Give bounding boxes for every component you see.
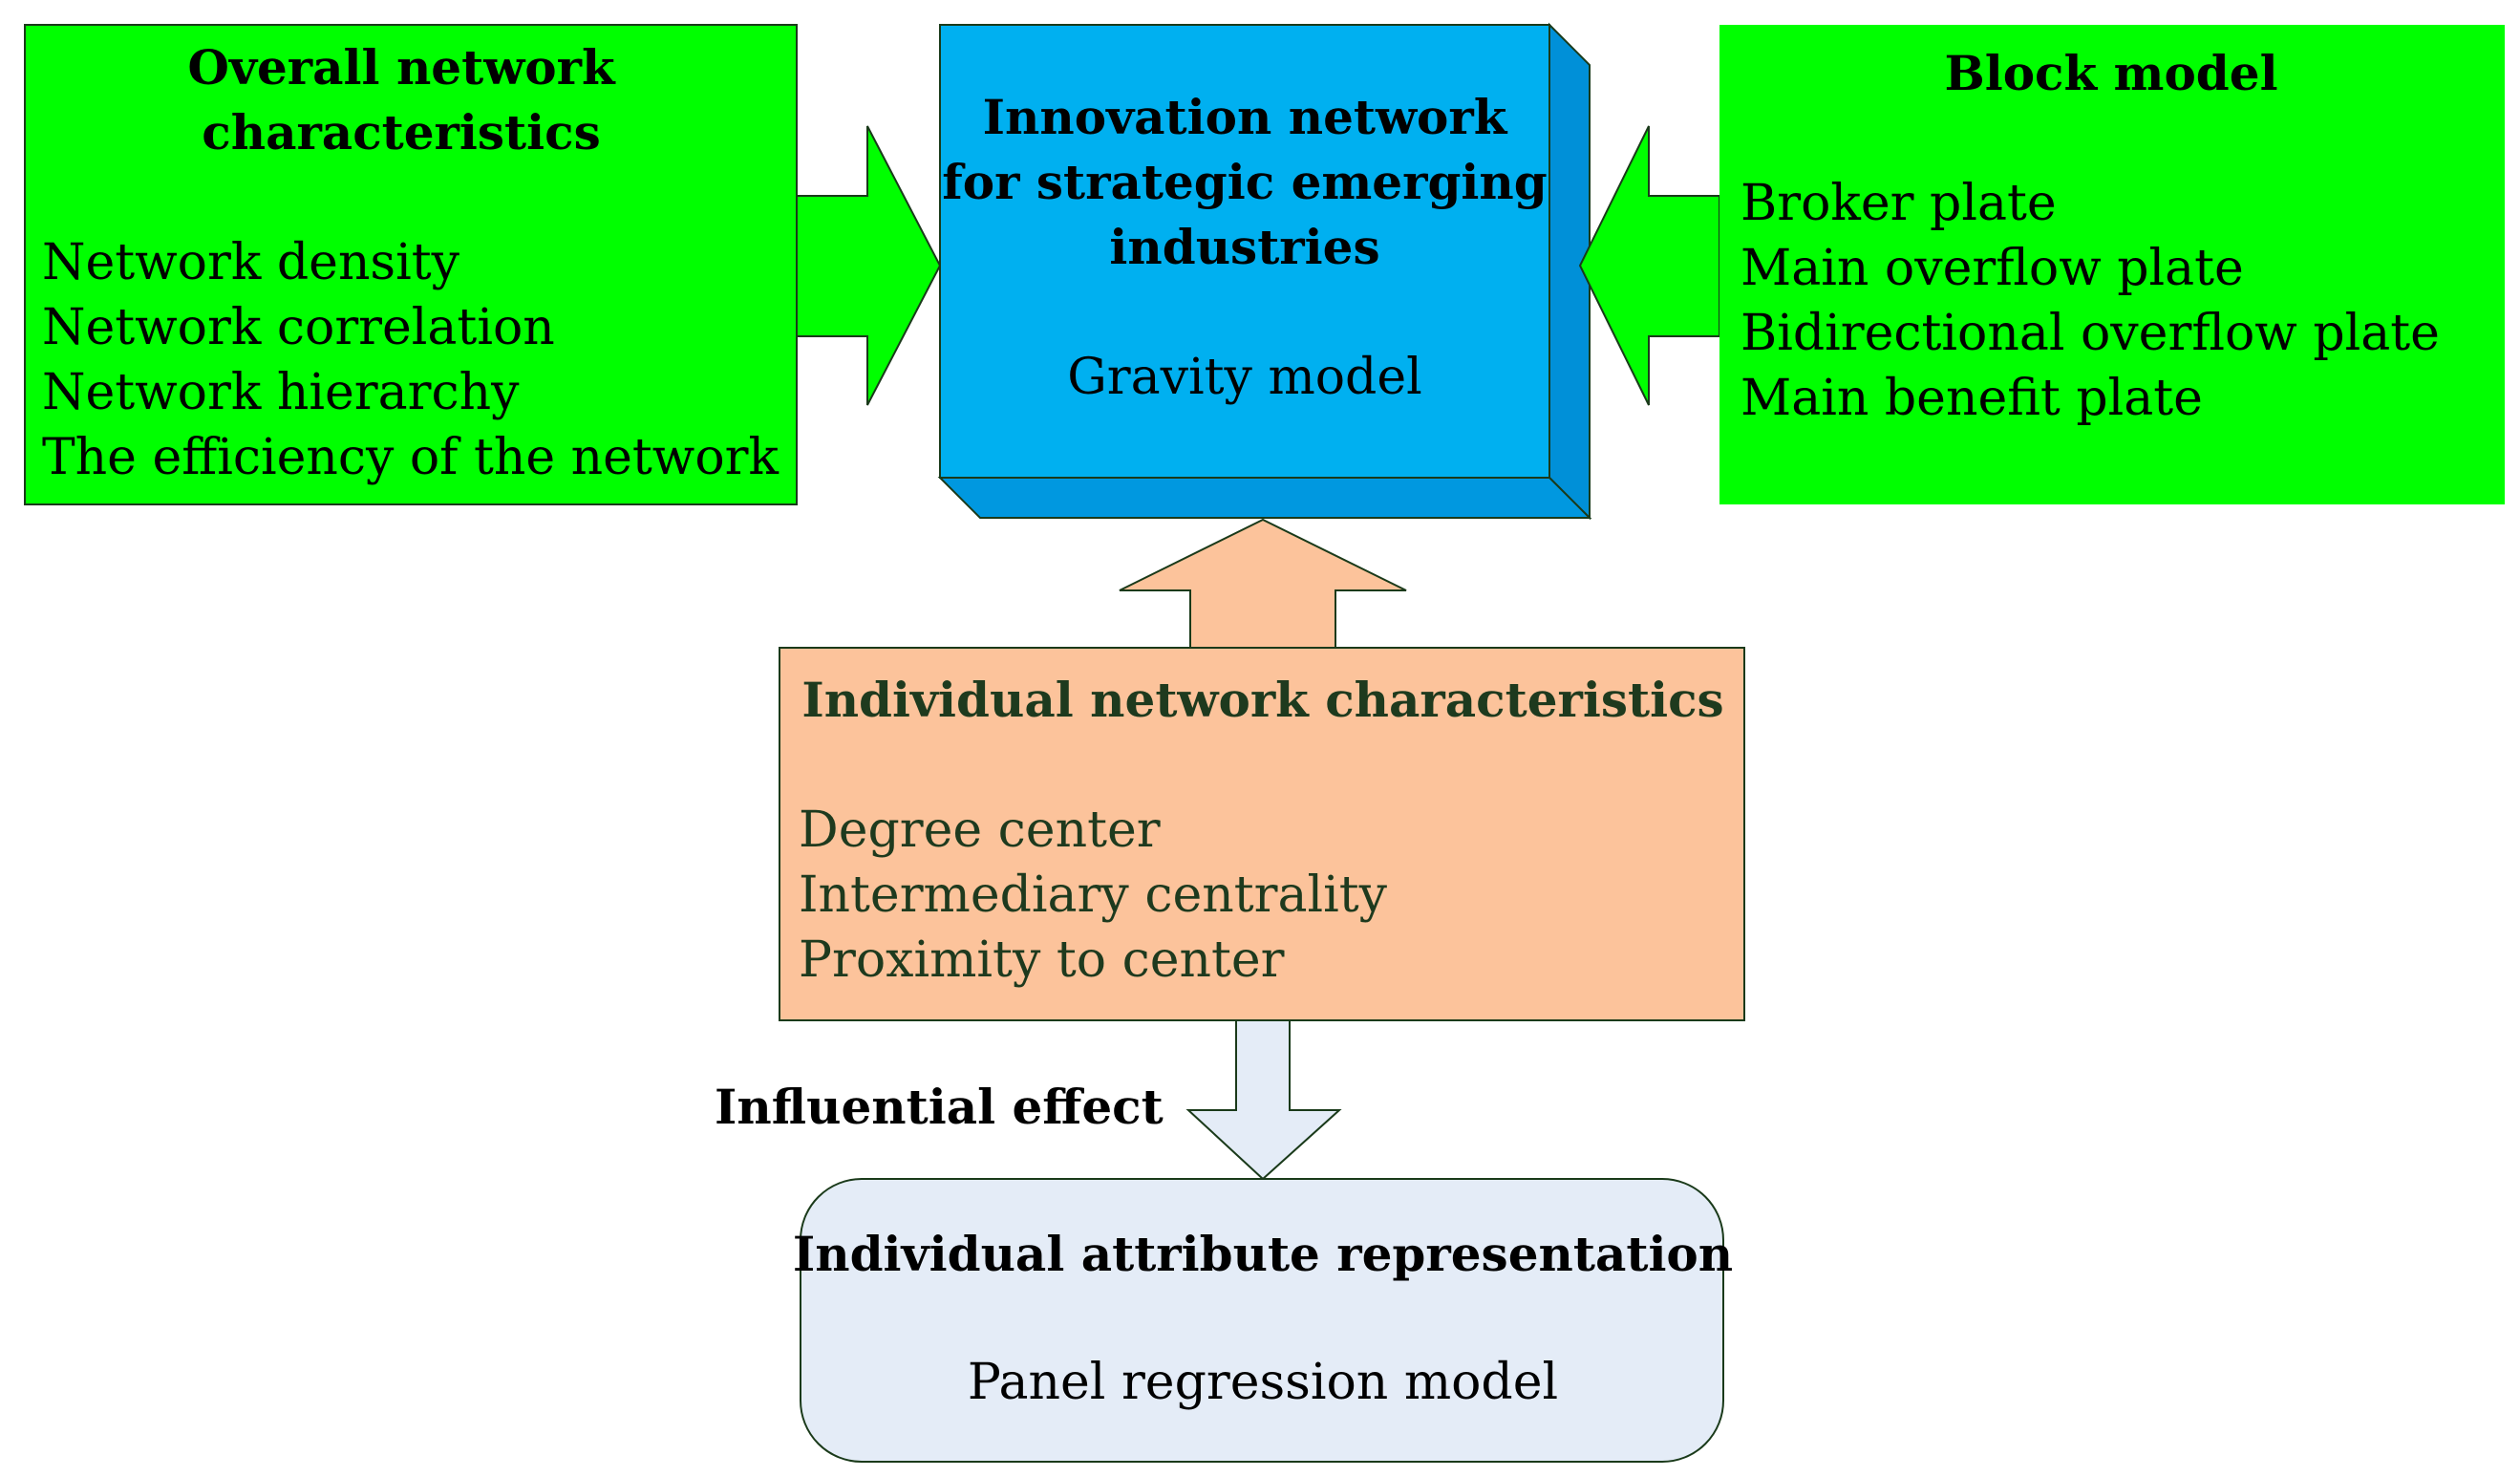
attribute-box-shape (800, 1178, 1724, 1463)
overall-title-line-2: characteristics (202, 104, 600, 161)
overall-title-line-1: Overall network (187, 39, 616, 96)
block-item-broker-plate: Broker plate (1741, 175, 2057, 232)
overall-item-network-correlation: Network correlation (42, 299, 555, 356)
overall-network-box-shape (24, 24, 798, 505)
attribute-title: Individual attribute representation (793, 1226, 1733, 1282)
attribute-box: Individual attribute representation Pane… (793, 1178, 1733, 1463)
up-arrow (1119, 518, 1407, 651)
overall-network-box: Overall network characteristics Network … (24, 24, 798, 505)
individual-item-degree-center: Degree center (799, 802, 1161, 859)
block-model-box: Block model Broker plate Main overflow p… (1719, 25, 2505, 504)
gravity-model-label: Gravity model (1067, 349, 1422, 406)
innovation-box-front (939, 24, 1550, 479)
innovation-title-line-1: Innovation network (983, 89, 1508, 145)
down-arrow (1185, 1019, 1342, 1181)
panel-regression-label: Panel regression model (968, 1354, 1558, 1411)
overall-item-network-efficiency: The efficiency of the network (42, 429, 779, 486)
right-arrow (796, 125, 942, 406)
block-item-bidirectional-overflow-plate: Bidirectional overflow plate (1741, 305, 2440, 362)
block-item-main-overflow-plate: Main overflow plate (1741, 240, 2244, 297)
innovation-network-box: Innovation network for strategic emergin… (937, 22, 1592, 521)
block-item-main-benefit-plate: Main benefit plate (1741, 370, 2203, 427)
individual-network-title: Individual network characteristics (801, 672, 1723, 728)
overall-item-network-density: Network density (42, 234, 460, 291)
block-model-box-shape (1719, 25, 2505, 504)
individual-item-intermediary-centrality: Intermediary centrality (799, 867, 1388, 924)
innovation-title-line-2: for strategic emerging (942, 154, 1547, 210)
innovation-title-line-3: industries (1109, 219, 1379, 275)
innovation-box-bottom (937, 477, 1592, 519)
overall-item-network-hierarchy: Network hierarchy (42, 364, 520, 421)
individual-network-box: Individual network characteristics Degre… (779, 647, 1745, 1021)
individual-item-proximity-to-center: Proximity to center (799, 931, 1285, 989)
left-arrow (1578, 125, 1720, 406)
individual-network-box-shape (779, 647, 1745, 1021)
block-model-title: Block model (1944, 45, 2277, 101)
influential-effect-label: Influential effect (715, 1079, 1164, 1135)
